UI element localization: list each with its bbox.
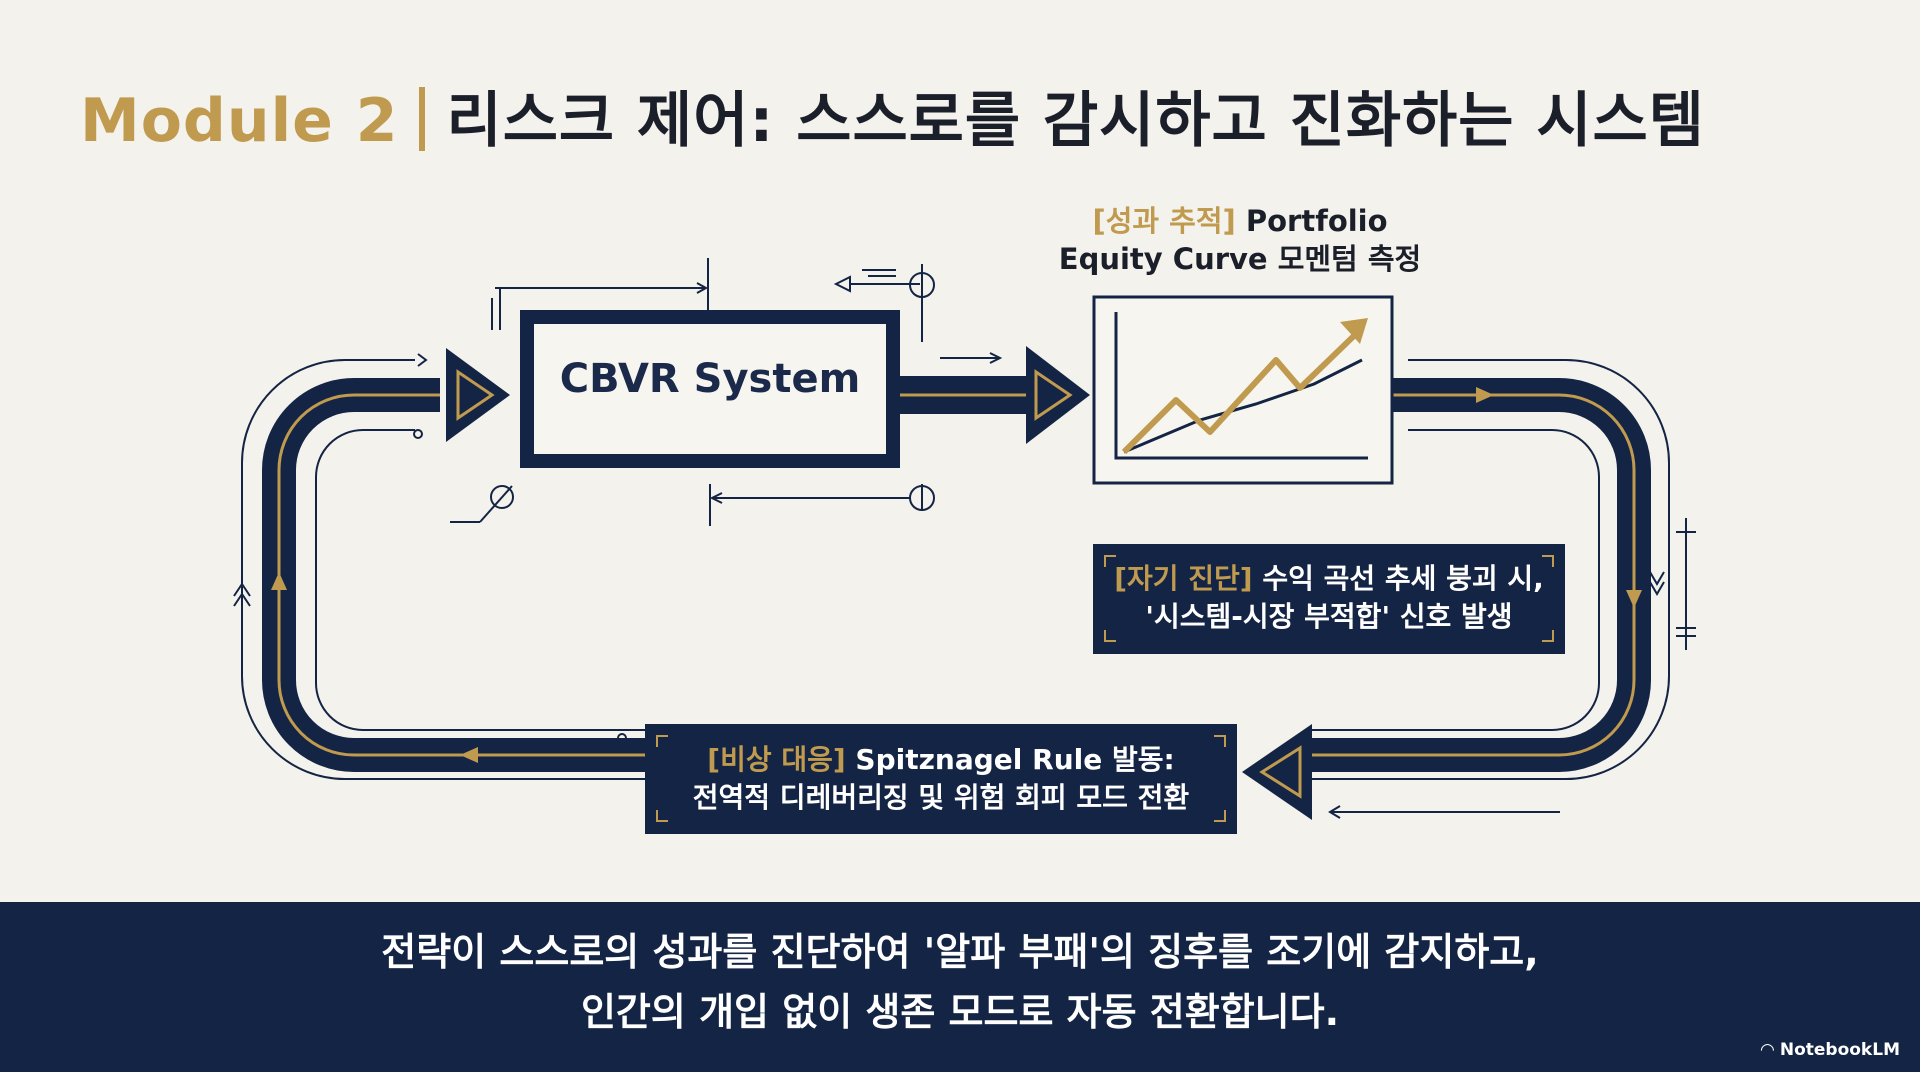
cbvr-system-label: CBVR System xyxy=(559,356,861,402)
emergency-box xyxy=(645,724,1237,834)
title-divider xyxy=(418,87,425,151)
gold-arrow-up xyxy=(271,572,287,590)
gold-arrow-left-bottom xyxy=(460,747,478,763)
equity-curve-chart xyxy=(1092,295,1394,485)
title-text: 리스크 제어: 스스로를 감시하고 진화하는 시스템 xyxy=(446,86,1705,156)
gold-arrow-down xyxy=(1626,590,1642,608)
emergency-text: [비상 대응] Spitznagel Rule 발동: 전역적 디레버리징 및 … xyxy=(648,741,1234,817)
arrow-system-to-chart xyxy=(1026,346,1090,444)
arrow-left-into-band xyxy=(1242,724,1312,820)
brand-logo-icon: ◠ xyxy=(1760,1040,1780,1060)
diagnosis-line2: '시스템-시장 부적합' 신호 발생 xyxy=(1145,600,1513,633)
arrow-into-system xyxy=(446,348,510,442)
emergency-line2: 전역적 디레버리징 및 위험 회피 모드 전환 xyxy=(692,781,1190,814)
page-title: Module 2 리스크 제어: 스스로를 감시하고 진화하는 시스템 xyxy=(80,72,1705,159)
notebooklm-brand: ◠ NotebookLM xyxy=(1760,1040,1900,1060)
performance-tag: [성과 추적] xyxy=(1092,204,1236,238)
footer-banner: 전략이 스스로의 성과를 진단하여 '알파 부패'의 징후를 조기에 감지하고,… xyxy=(0,902,1920,1072)
performance-line1: Portfolio xyxy=(1235,204,1388,238)
technical-annotations xyxy=(233,258,1696,819)
performance-tracking-label: [성과 추적] Portfolio Equity Curve 모멘텀 측정 xyxy=(1000,202,1480,278)
diagnosis-tag: [자기 진단] xyxy=(1114,562,1253,595)
footer-line1: 전략이 스스로의 성과를 진단하여 '알파 부패'의 징후를 조기에 감지하고, xyxy=(381,930,1539,974)
footer-line2: 인간의 개입 없이 생존 모드로 자동 전환합니다. xyxy=(580,990,1340,1034)
diagnosis-text: [자기 진단] 수익 곡선 추세 붕괴 시, '시스템-시장 부적합' 신호 발… xyxy=(1096,560,1562,636)
performance-line2: Equity Curve 모멘텀 측정 xyxy=(1058,242,1422,276)
module-label: Module 2 xyxy=(80,86,399,156)
diagnosis-line1: 수익 곡선 추세 붕괴 시, xyxy=(1252,562,1544,595)
diagnosis-box xyxy=(1093,544,1565,654)
footer-text: 전략이 스스로의 성과를 진단하여 '알파 부패'의 징후를 조기에 감지하고,… xyxy=(0,922,1920,1042)
emergency-tag: [비상 대응] xyxy=(707,743,846,776)
gold-arrow-right-top xyxy=(1476,387,1494,403)
emergency-line1: Spitznagel Rule 발동: xyxy=(845,743,1175,776)
loop-outline xyxy=(241,359,1670,780)
